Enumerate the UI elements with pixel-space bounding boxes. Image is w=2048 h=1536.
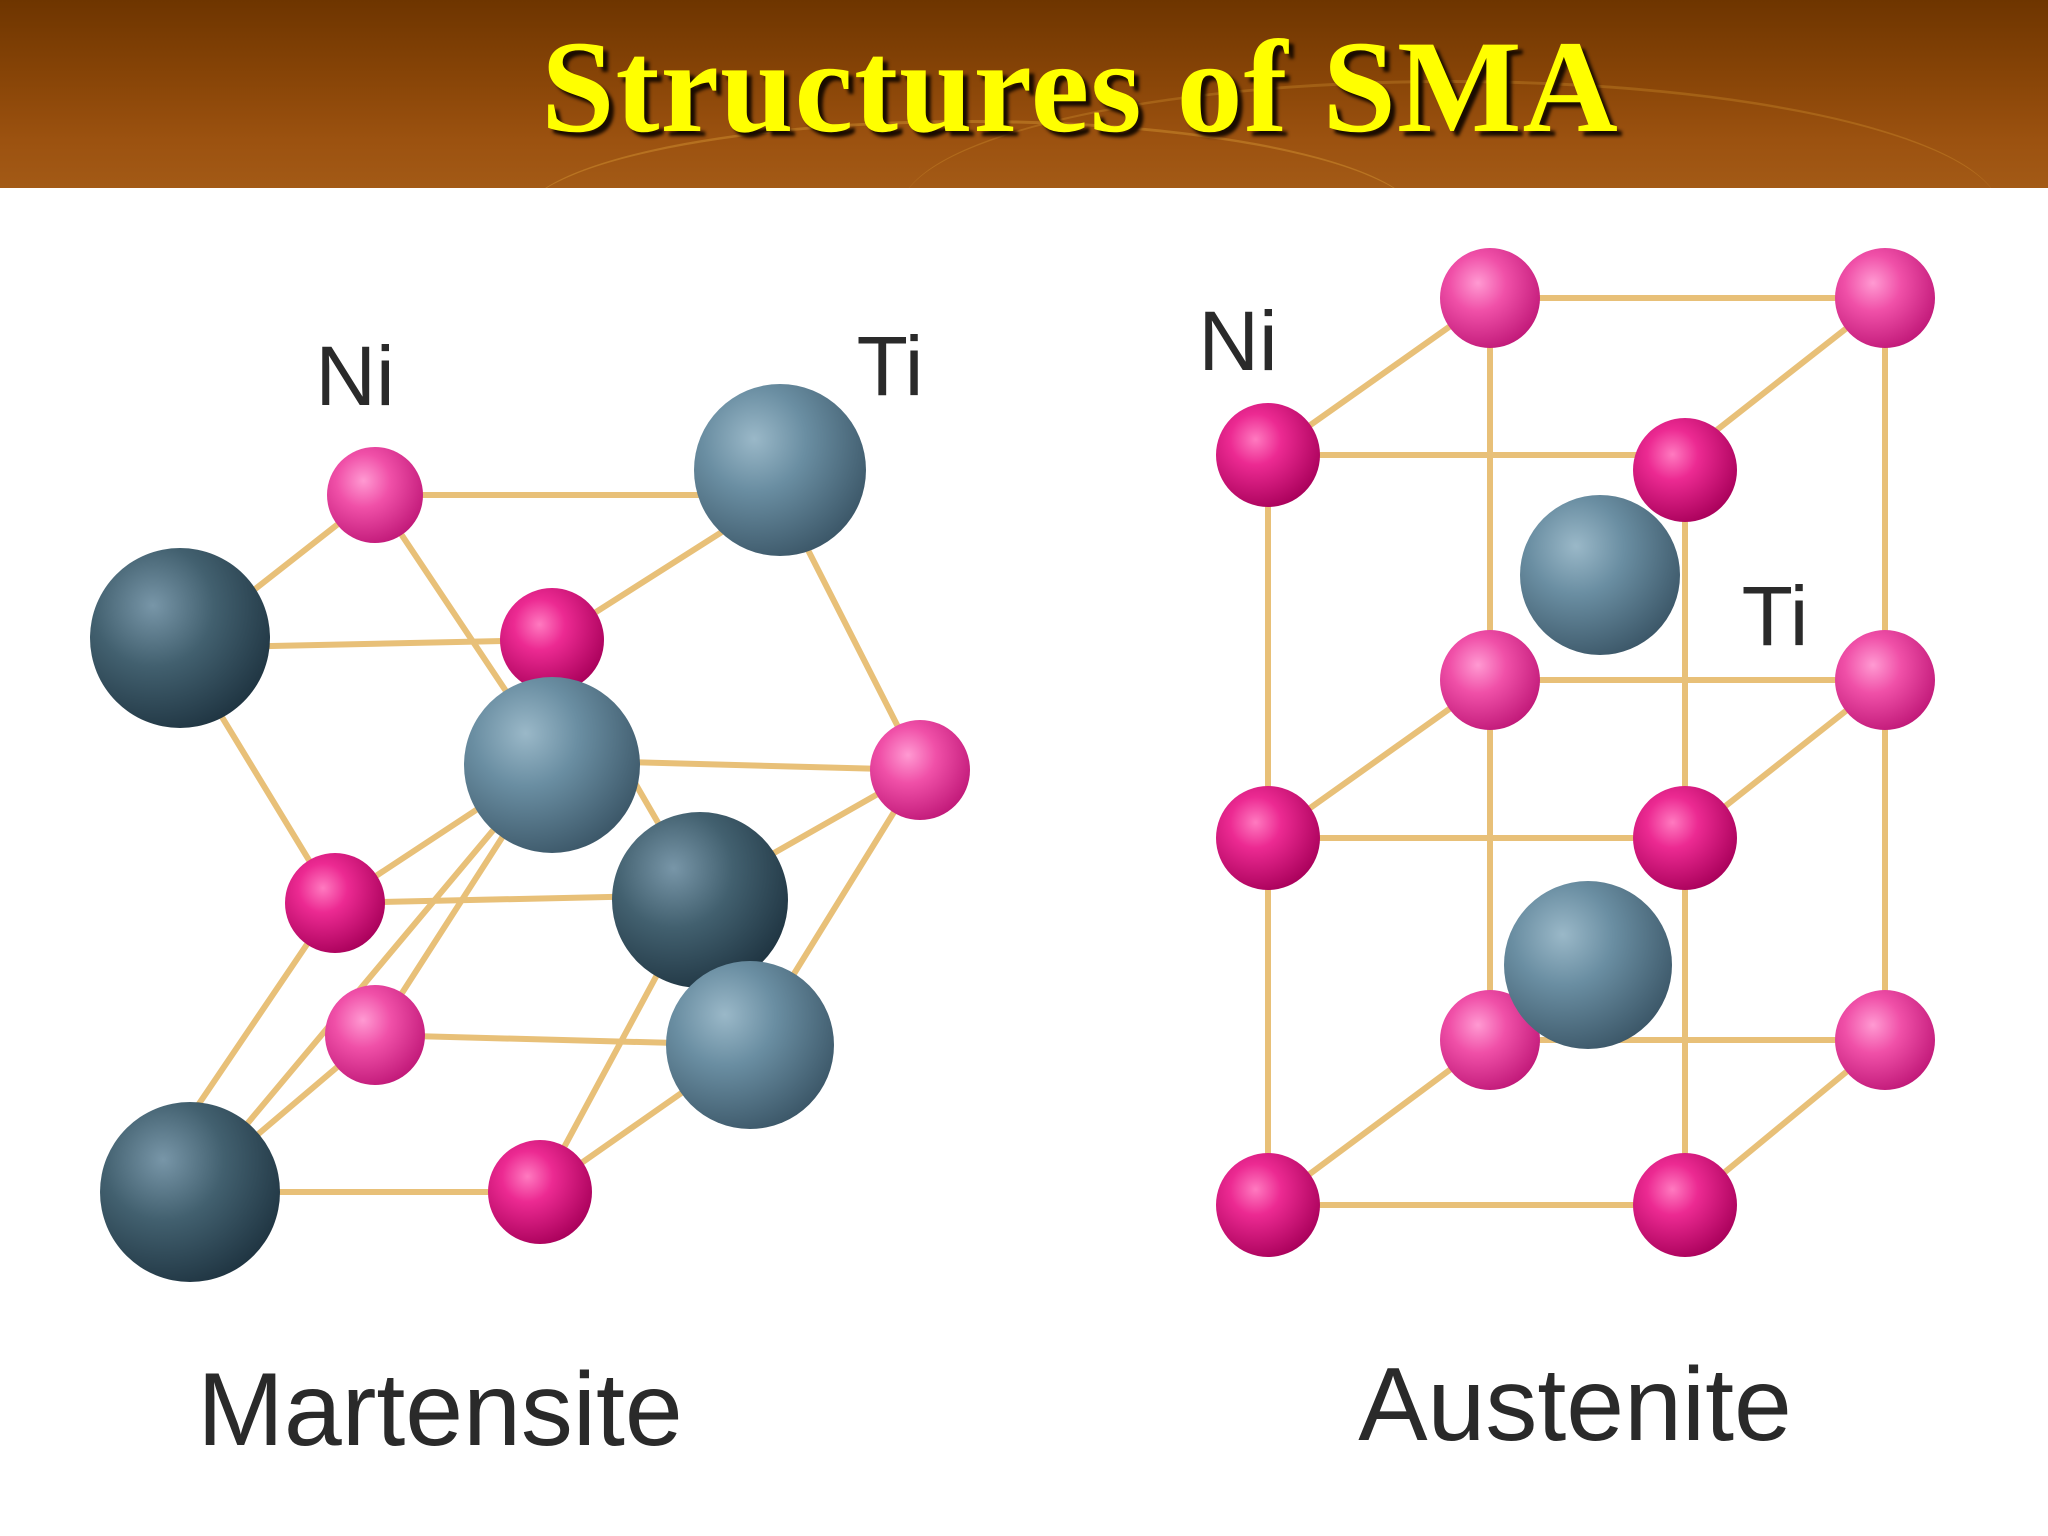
ti-atom <box>1504 881 1672 1049</box>
ni-atom <box>1835 990 1935 1090</box>
austenite-caption: Austenite <box>1358 1347 1792 1463</box>
martensite-structure: Ni Ti Martensite <box>90 319 970 1468</box>
ni-atom <box>1633 1153 1737 1257</box>
austenite-atoms <box>1216 248 1935 1257</box>
title-bar: Structures of SMA <box>0 0 2048 188</box>
austenite-ni-label: Ni <box>1198 294 1277 388</box>
ni-atom <box>488 1140 592 1244</box>
ni-atom <box>500 588 604 692</box>
ni-atom <box>1440 990 1540 1090</box>
martensite-atoms <box>90 384 970 1282</box>
ni-atom <box>1440 630 1540 730</box>
martensite-ni-label: Ni <box>315 329 394 423</box>
austenite-structure: Ni Ti Austenite <box>1198 248 1935 1463</box>
slide-title: Structures of SMA <box>541 13 1619 160</box>
austenite-ti-label: Ti <box>1742 569 1809 663</box>
ni-atom <box>1216 1153 1320 1257</box>
ni-atom <box>1440 248 1540 348</box>
ti-atom <box>666 961 834 1129</box>
ni-atom <box>1216 786 1320 890</box>
ni-atom <box>1216 403 1320 507</box>
ni-atom <box>1633 418 1737 522</box>
ti-atom <box>100 1102 280 1282</box>
martensite-ti-label: Ti <box>857 319 924 413</box>
ti-atom <box>612 812 788 988</box>
ni-atom <box>1633 786 1737 890</box>
martensite-caption: Martensite <box>197 1352 683 1468</box>
ni-atom <box>285 853 385 953</box>
austenite-bonds <box>1265 295 1888 1208</box>
ti-atom <box>464 677 640 853</box>
ni-atom <box>870 720 970 820</box>
ni-atom <box>325 985 425 1085</box>
ni-atom <box>1835 248 1935 348</box>
ti-atom <box>1520 495 1680 655</box>
ni-atom <box>327 447 423 543</box>
ni-atom <box>1835 630 1935 730</box>
crystal-structures-diagram: Ni Ti Martensite <box>90 248 1935 1468</box>
ti-atom <box>694 384 866 556</box>
ti-atom <box>90 548 270 728</box>
